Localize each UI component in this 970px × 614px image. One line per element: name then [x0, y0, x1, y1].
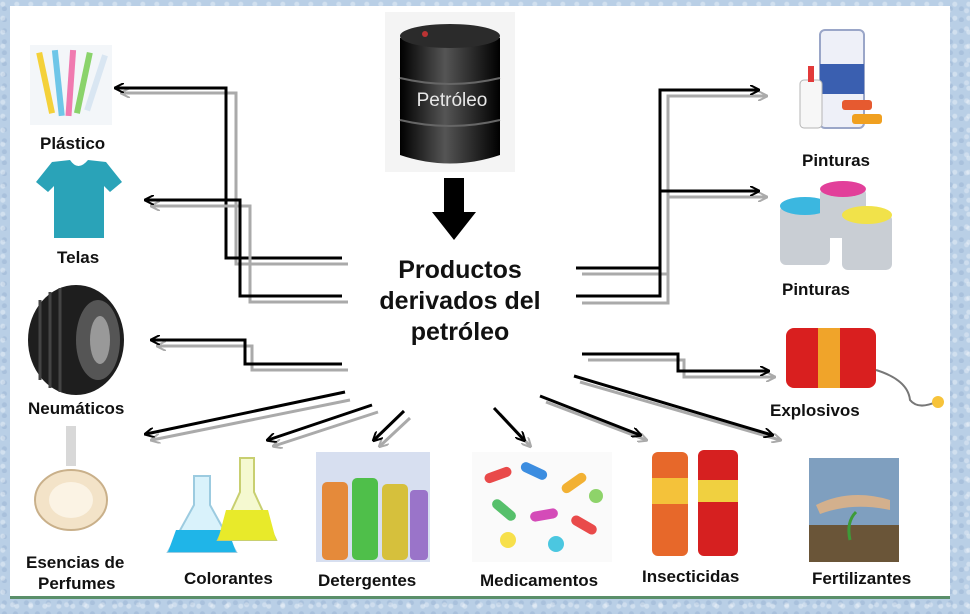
- insecticide-cans-icon: [652, 450, 738, 556]
- label-telas: Telas: [57, 248, 100, 267]
- perfume-bottle-icon: [34, 426, 108, 531]
- label-plastico: Plástico: [40, 134, 106, 153]
- barrel-label: Petróleo: [416, 90, 488, 111]
- right-arrows: [492, 90, 780, 446]
- detergent-bottles-icon: [316, 452, 430, 562]
- label-detergentes: Detergentes: [318, 571, 417, 590]
- label-medicamentos: Medicamentos: [480, 571, 599, 590]
- fertilizer-hand-icon: [809, 458, 899, 562]
- tshirt-icon: [36, 160, 122, 238]
- label-pinturas-1: Pinturas: [802, 151, 871, 170]
- center-title-line-1: Productos: [398, 256, 522, 284]
- tire-icon: [28, 285, 124, 395]
- plastic-cutlery-icon: [30, 45, 112, 125]
- label-neumaticos: Neumáticos: [28, 399, 125, 418]
- label-explosivos: Explosivos: [770, 401, 860, 420]
- dynamite-icon: [786, 328, 944, 408]
- label-pinturas-2: Pinturas: [782, 280, 851, 299]
- bottom-rule: [10, 596, 950, 599]
- oil-barrel-icon: [385, 12, 515, 172]
- glue-bottles-icon: [799, 29, 882, 129]
- label-colorantes: Colorantes: [184, 569, 273, 588]
- label-fertilizantes: Fertilizantes: [812, 569, 912, 588]
- center-title: Productos derivados del petróleo: [340, 255, 580, 348]
- center-title-line-2: derivados del: [379, 287, 541, 315]
- left-arrows: [116, 88, 412, 446]
- flasks-icon: [166, 457, 278, 553]
- label-insecticidas: Insecticidas: [642, 567, 740, 586]
- paint-cans-icon: [780, 181, 892, 270]
- down-arrow-icon: [432, 178, 476, 240]
- center-title-line-3: petróleo: [410, 318, 510, 346]
- pills-icon: [472, 452, 612, 562]
- label-esencias-1: Esencias de: [26, 553, 125, 572]
- label-esencias-2: Perfumes: [38, 574, 116, 593]
